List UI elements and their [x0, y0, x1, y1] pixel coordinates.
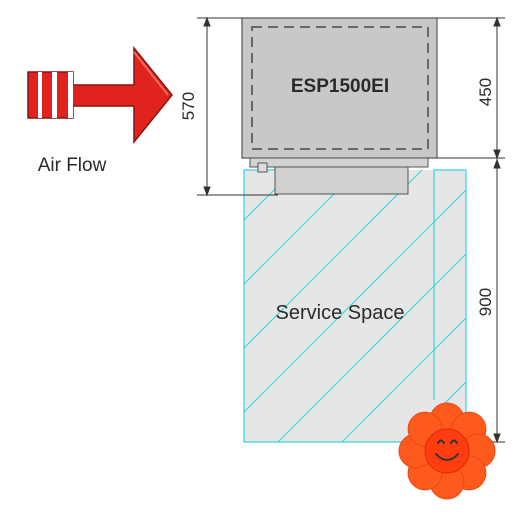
dimension-570: [197, 16, 278, 197]
service-space-outline: [243, 169, 467, 443]
hatch-line: [341, 317, 466, 442]
hatch-line: [244, 189, 466, 413]
unit-bolt: [257, 162, 268, 173]
unit-model-label: ESP1500EI: [291, 76, 389, 97]
airflow-arrow-icon: [27, 45, 173, 145]
hatch-line: [0, 170, 230, 470]
dimension-570-label: 570: [179, 92, 198, 120]
airflow-label: Air Flow: [38, 155, 107, 176]
unit-foot: [274, 166, 409, 195]
dimension-450: [437, 16, 505, 160]
service-space-area: [0, 169, 467, 470]
service-space-label: Service Space: [276, 302, 405, 324]
dimension-450-label: 450: [476, 78, 495, 106]
dimension-900-label: 900: [476, 288, 495, 316]
hatch-line: [244, 170, 359, 285]
unit-inner-dashed-outline: [251, 26, 429, 150]
unit: ESP1500EI: [241, 17, 438, 195]
hatch-line: [277, 253, 466, 442]
dimension-900: [466, 158, 505, 444]
hatch-line: [244, 170, 423, 349]
unit-base-plate: [249, 157, 429, 168]
smiling-flower-icon: [398, 402, 496, 500]
